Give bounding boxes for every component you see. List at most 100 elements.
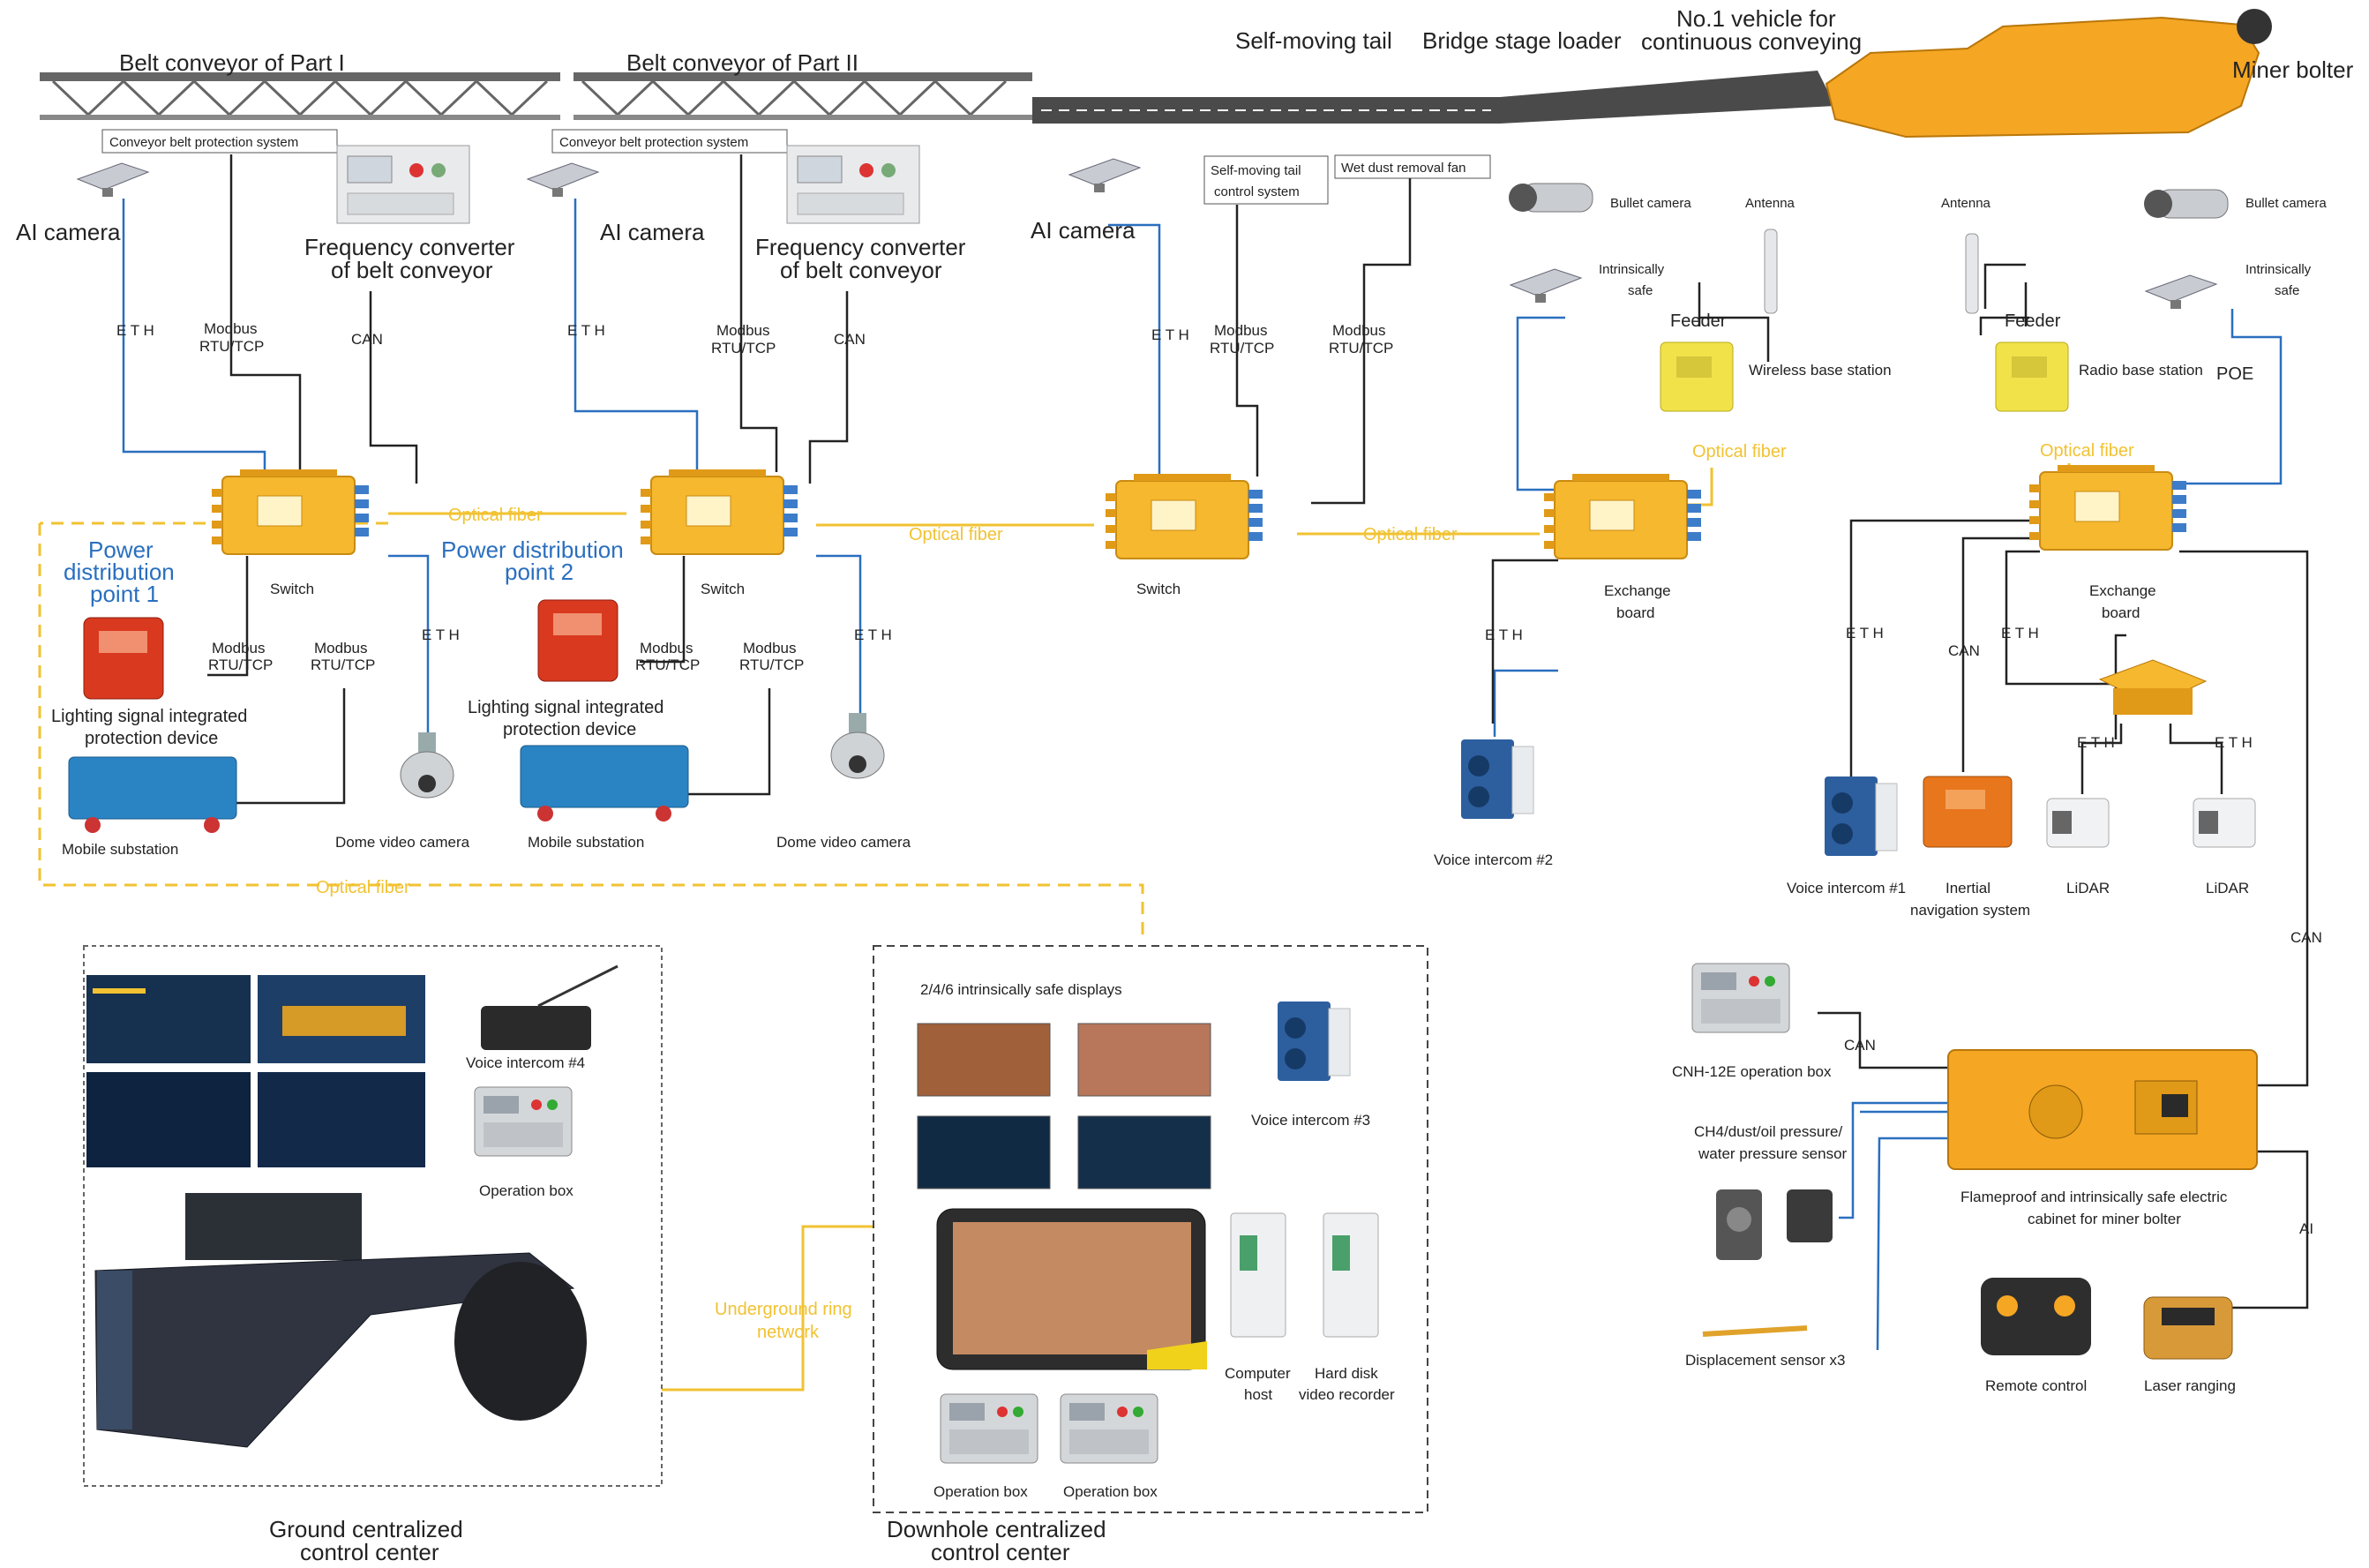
eth-label-6: E T H (1485, 626, 1523, 643)
modbus-5a: Modbus (212, 640, 265, 656)
modbus-7b: RTU/TCP (635, 656, 700, 673)
downhole-title-a: Downhole centralized (887, 1516, 1106, 1542)
laser-label: Laser ranging (2144, 1377, 2236, 1394)
modbus-6b: RTU/TCP (311, 656, 375, 673)
mobile-substation-1-icon (68, 756, 237, 833)
modbus-1b: RTU/TCP (199, 338, 264, 355)
voice-intercom-2-icon (1460, 739, 1534, 820)
voice-intercom-4-icon (481, 964, 618, 1050)
optical-label-1: Optical fiber (448, 506, 543, 525)
eth-label-1: E T H (116, 322, 154, 339)
exchange-board-2-icon (2028, 464, 2187, 551)
ai-camera-2-label: AI camera (600, 219, 705, 245)
poe-label: POE (2216, 364, 2253, 384)
freq-label-2a: Frequency converter (755, 234, 966, 260)
intr-1-label-b: safe (1628, 283, 1653, 298)
can-label-2: CAN (834, 331, 866, 348)
pc-label-b: host (1244, 1386, 1272, 1403)
cabinet-label-a: Flameproof and intrinsically safe electr… (1960, 1189, 2228, 1205)
disp-label: Displacement sensor x3 (1685, 1352, 1845, 1369)
self-tail-label: Self-moving tail (1235, 27, 1392, 54)
switch-1-icon (211, 469, 370, 555)
wireless-bs-icon (1660, 341, 1734, 412)
switch-3-label: Switch (1136, 581, 1181, 597)
modbus-2b: RTU/TCP (711, 340, 776, 356)
lidar-1-label: LiDAR (2066, 880, 2110, 897)
ins-label-b: navigation system (1910, 902, 2030, 919)
ground-screens (86, 975, 425, 1167)
switch-2-label: Switch (701, 581, 745, 597)
freq-label-1a: Frequency converter (304, 234, 515, 260)
eth-label-9: E T H (2077, 734, 2115, 751)
vehicle-label-2: continuous conveying (1641, 28, 1862, 55)
can-label-4: CAN (2290, 929, 2322, 946)
control-desk-icon (94, 1193, 587, 1448)
sensor-lines (1839, 1101, 1950, 1351)
hdd-recorder-icon (1323, 1212, 1379, 1338)
lsipd-1-label-b: protection device (85, 729, 218, 748)
miner-label: Miner bolter (2232, 56, 2354, 83)
modbus-1a: Modbus (204, 320, 257, 337)
ch4-label-a: CH4/dust/oil pressure/ (1694, 1123, 1842, 1140)
pc-label-a: Computer (1225, 1365, 1291, 1382)
eth-label-10: E T H (2215, 734, 2253, 751)
displays-label: 2/4/6 intrinsically safe displays (920, 981, 1122, 998)
vi3-label: Voice intercom #3 (1251, 1112, 1370, 1129)
modbus-3b: RTU/TCP (1210, 340, 1274, 356)
eth-label-7: E T H (1846, 625, 1884, 641)
ring-label-1: Underground ring (715, 1300, 852, 1319)
ground-title-a: Ground centralized (269, 1516, 463, 1542)
intrinsic-cam-1-icon (1510, 268, 1582, 304)
exch-2-label-b: board (2102, 604, 2140, 621)
antenna-1-label: Antenna (1745, 196, 1795, 211)
modbus-4b: RTU/TCP (1329, 340, 1393, 356)
voice-intercom-1-icon (1824, 776, 1898, 857)
remote-control-icon (1981, 1278, 2091, 1355)
bullet-camera-2-icon (2144, 189, 2229, 219)
radio-bs-label: Radio base station (2079, 362, 2203, 379)
inertial-nav-icon (1923, 776, 2013, 848)
intrinsic-displays (917, 1023, 1211, 1189)
eth-label-5: E T H (854, 626, 892, 643)
freq-converter-1-icon (336, 145, 470, 224)
pdp2-label-b: point 2 (505, 559, 574, 585)
voice-intercom-3-icon (1277, 1001, 1351, 1082)
vehicle-label-1: No.1 vehicle for (1676, 5, 1836, 32)
downhole-op-box-1-icon (940, 1393, 1038, 1464)
bullet-camera-1-icon (1509, 183, 1593, 213)
cabinet-label-b: cabinet for miner bolter (2028, 1211, 2181, 1227)
freq-converter-2-icon (786, 145, 920, 224)
dh-opbox-1-label: Operation box (933, 1483, 1028, 1500)
svg-text:Self-moving tail: Self-moving tail (1211, 163, 1301, 178)
lighting-protection-2-icon (537, 599, 618, 682)
ai-camera-3-icon (1068, 158, 1141, 193)
pdp1-label-a: Power (88, 536, 154, 563)
lidar-2-label: LiDAR (2206, 880, 2249, 897)
downhole-center-frame (873, 945, 1428, 1513)
belt1-label: Belt conveyor of Part I (119, 49, 345, 76)
optical-label-5: Optical fiber (2040, 441, 2134, 461)
wet-dust-fan-box: Wet dust removal fan (1334, 154, 1491, 179)
exch-2-label-a: Exchange (2089, 582, 2156, 599)
optical-label-2: Optical fiber (909, 525, 1003, 544)
antenna-1-icon (1764, 229, 1778, 314)
ai-camera-1-icon (77, 162, 149, 198)
hdd-label-b: video recorder (1299, 1386, 1395, 1403)
switch-2-icon (640, 469, 798, 555)
freq-label-2b: of belt conveyor (780, 257, 942, 283)
intrinsic-cam-2-icon (2145, 274, 2217, 310)
feeder-1-label: Feeder (1670, 311, 1727, 331)
pdp1-label-b: distribution (64, 559, 175, 585)
freq-label-1b: of belt conveyor (331, 257, 493, 283)
dome-camera-2-icon (830, 712, 885, 779)
hdd-label-a: Hard disk (1315, 1365, 1378, 1382)
ai-camera-2-icon (527, 162, 599, 198)
bullet-2-label: Bullet camera (2245, 196, 2327, 211)
self-tail-control-box: Self-moving tail control system (1203, 155, 1329, 205)
dome-camera-1-icon (400, 731, 454, 799)
svg-text:Conveyor belt protection syste: Conveyor belt protection system (109, 135, 298, 150)
lidar-1-icon (2046, 798, 2110, 848)
downhole-op-box-2-icon (1060, 1393, 1158, 1464)
wireless-bs-label: Wireless base station (1749, 362, 1892, 379)
mobile-sub-1-label: Mobile substation (62, 841, 178, 858)
